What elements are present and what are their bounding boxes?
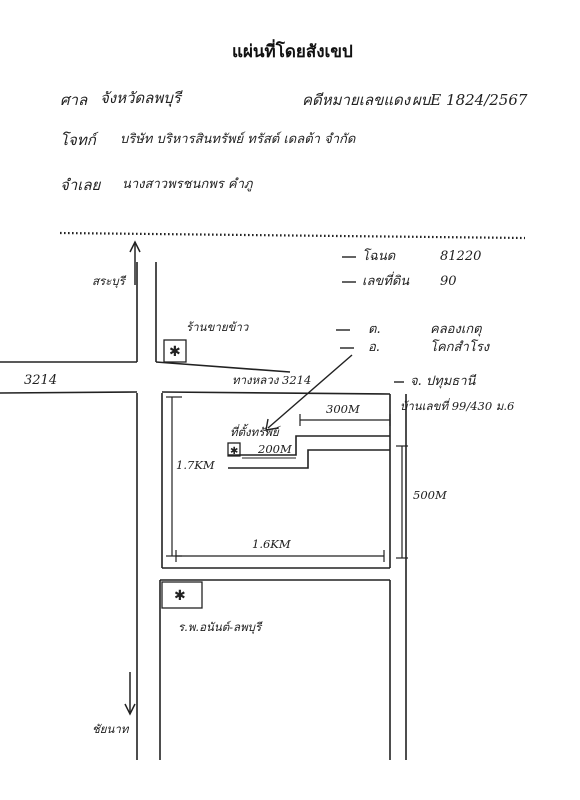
defendant-value: นางสาวพรชนกพร คำภู	[122, 177, 253, 192]
title-deed-value: 81220	[440, 249, 482, 264]
dist-300-label: 300M	[326, 402, 360, 416]
landmark-south-box	[161, 581, 203, 609]
case-label: คดีหมายเลขแดง	[302, 91, 411, 109]
south-destination-label: ชัยนาท	[92, 722, 129, 736]
highway-bottom-left	[0, 391, 138, 394]
road-number-label: 3214	[24, 373, 58, 388]
subdistrict-value: คลองเกตุ	[430, 322, 482, 337]
landmark-north-box	[163, 339, 187, 363]
highway-top-right	[155, 361, 291, 373]
property-box	[227, 442, 241, 457]
district-value: โคกสำโรง	[430, 340, 490, 355]
landmark-south-star-icon: ✱	[174, 588, 186, 604]
province-label: จ. ปทุมธานี	[410, 374, 476, 389]
subdistrict-label: ต.	[368, 322, 381, 337]
district-label: อ.	[368, 340, 380, 355]
court-label: ศาล	[60, 91, 88, 109]
landmark-north-label: ร้านขายข้าว	[186, 320, 249, 334]
pointer-arrow-icon	[267, 354, 353, 429]
title-deed-label: โฉนด	[362, 249, 396, 264]
plaintiff-label: โจทก์	[60, 131, 96, 149]
property-label: ที่ตั้งทรัพย์	[230, 425, 279, 439]
landmark-north-star-icon: ✱	[169, 344, 181, 360]
plaintiff-value: บริษัท บริหารสินทรัพย์ ทรัสต์ เดลต้า จำก…	[120, 132, 356, 147]
page-title: แผ่นที่โดยสังเขป	[232, 42, 353, 62]
dist-1-7-label: 1.7KM	[176, 458, 215, 472]
dist-1-6-label: 1.6KM	[252, 537, 291, 551]
soi-lower	[228, 449, 390, 469]
address-text: บ้านเลขที่ 99/430 ม.6	[400, 399, 515, 413]
highway-bottom-right	[161, 391, 391, 395]
dist-500-label: 500M	[413, 488, 447, 502]
court-value: จังหวัดลพบุรี	[100, 89, 181, 107]
property-star-icon: ✱	[230, 446, 238, 457]
soi-upper	[228, 435, 390, 456]
dotted-separator	[59, 231, 526, 240]
landmark-south-label: ร.พ.อนันต์-ลพบุรี	[178, 620, 262, 634]
defendant-label: จำเลย	[60, 176, 101, 194]
case-number: ผบE 1824/2567	[412, 91, 528, 109]
north-destination-label: สระบุรี	[92, 274, 125, 288]
road-label: ทางหลวง 3214	[232, 373, 312, 387]
land-no-value: 90	[440, 274, 457, 289]
land-no-label: เลขที่ดิน	[362, 274, 410, 289]
dist-200-label: 200M	[258, 442, 292, 456]
